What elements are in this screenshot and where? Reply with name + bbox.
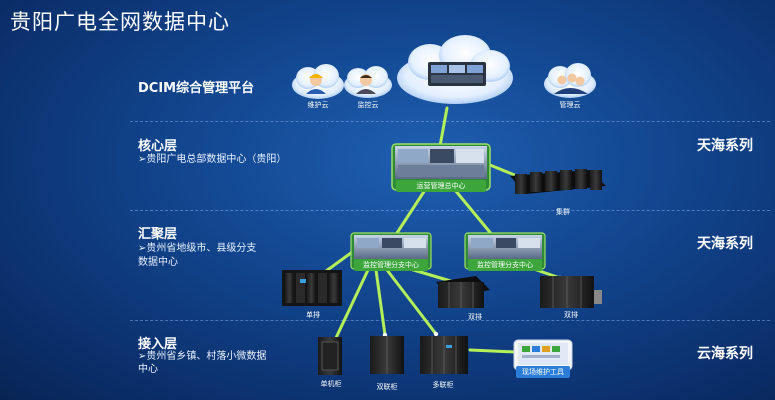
aggregation-layer-desc-1: ➢贵州省地级市、县级分支 xyxy=(138,243,257,254)
multi-cabinet-icon xyxy=(420,336,468,374)
monitor-branch-right-label: 监控管理分支中心 xyxy=(468,259,542,271)
core-layer-name: 核心层 xyxy=(138,139,178,154)
maintenance-cloud-icon xyxy=(292,64,344,99)
core-layer-desc: ➢贵阳广电总部数据中心（贵阳） xyxy=(138,154,287,165)
dual-cabinet-label: 双联柜 xyxy=(376,383,398,391)
single-cabinet-icon xyxy=(318,337,342,375)
link-to-multi-cabinet xyxy=(382,264,438,336)
single-cabinet-label: 单机柜 xyxy=(320,380,342,388)
link-to-field-tool xyxy=(468,348,518,354)
cluster-label: 集群 xyxy=(556,208,570,216)
multi-cabinet-label: 多联柜 xyxy=(432,381,454,389)
connection-links xyxy=(320,106,562,354)
link-to-dual-cabinet xyxy=(374,268,387,337)
layer-divider-2 xyxy=(130,210,770,211)
single-row-rack-icon xyxy=(282,270,342,306)
double-row-right-label: 双排 xyxy=(564,311,578,319)
double-row-left-label: 双排 xyxy=(468,313,482,321)
core-series: 天海系列 xyxy=(697,138,753,154)
layer-divider-1 xyxy=(130,121,770,122)
access-layer-desc-2: 中心 xyxy=(138,364,158,375)
page-title: 贵阳广电全网数据中心 xyxy=(10,10,230,34)
aggregation-layer-name: 汇聚层 xyxy=(138,227,178,242)
dcim-platform-cloud-icon xyxy=(397,35,513,104)
access-layer-name: 接入层 xyxy=(138,337,178,352)
single-row-label: 单排 xyxy=(306,311,320,319)
aggregation-layer-desc-2: 数据中心 xyxy=(138,257,178,268)
dual-cabinet-icon xyxy=(370,336,404,374)
access-layer-desc-1: ➢贵州省乡镇、村落小微数据 xyxy=(138,351,267,362)
link-ops-to-branch-right xyxy=(453,188,495,238)
aggregation-series: 天海系列 xyxy=(697,236,753,252)
maintenance-cloud-label: 维护云 xyxy=(307,101,329,109)
field-tool-label: 现场维护工具 xyxy=(516,366,570,378)
cluster-racks-icon xyxy=(510,169,606,194)
monitoring-cloud-icon xyxy=(344,66,392,98)
management-cloud-label: 管理云 xyxy=(559,101,581,109)
dcim-layer-name: DCIM综合管理平台 xyxy=(138,81,255,96)
link-cloud-to-ops xyxy=(438,106,449,148)
layer-divider-3 xyxy=(130,320,770,321)
link-ops-to-branch-left xyxy=(393,188,427,238)
monitoring-cloud-label: 监控云 xyxy=(357,101,379,109)
link-to-single-cabinet xyxy=(333,268,370,342)
monitor-branch-left-label: 监控管理分支中心 xyxy=(354,259,428,271)
double-row-right-rack-icon xyxy=(540,276,602,308)
ops-center-label: 运营管理总中心 xyxy=(396,180,486,192)
management-cloud-icon xyxy=(544,63,596,98)
access-series: 云海系列 xyxy=(697,346,753,362)
double-row-left-rack-icon xyxy=(436,276,490,308)
